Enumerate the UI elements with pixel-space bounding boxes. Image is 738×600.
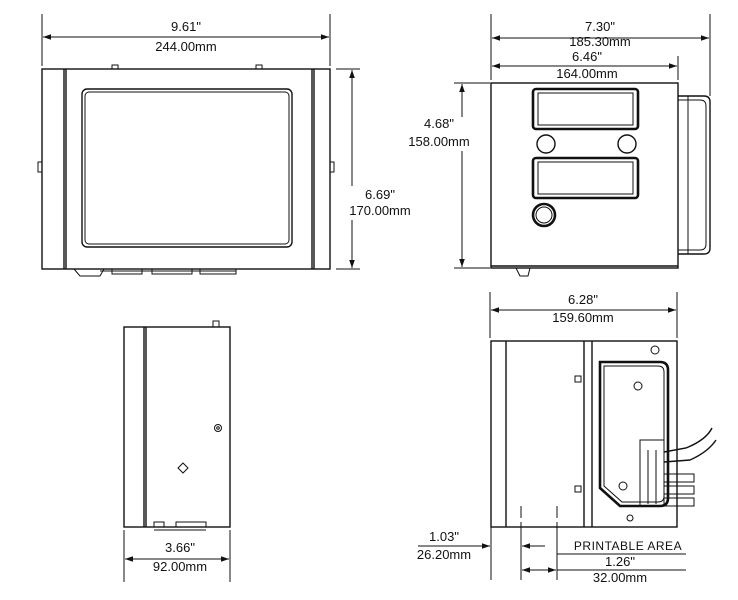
side-knob xyxy=(531,202,557,228)
side-depth-mm: 185.30mm xyxy=(569,34,630,49)
bottom-housing xyxy=(123,326,231,528)
printhead-width-inch: 6.28" xyxy=(568,292,598,307)
side-housing xyxy=(490,82,679,269)
right-round-button xyxy=(617,134,637,154)
printhead-cables xyxy=(647,427,717,507)
bottom-width-inch: 3.66" xyxy=(165,540,195,555)
printable-area-mm: 32.00mm xyxy=(593,570,647,585)
left-round-button xyxy=(536,134,556,154)
front-view: 9.61" 244.00mm 6.69" 170.00mm xyxy=(37,14,420,277)
side-inner-depth-inch: 6.46" xyxy=(572,49,602,64)
front-width-mm: 244.00mm xyxy=(155,39,216,54)
printable-area-label: PRINTABLE AREA xyxy=(574,539,682,553)
printhead-view: 6.28" 159.60mm xyxy=(417,292,717,585)
mount-screw xyxy=(214,424,222,432)
bottom-view: 3.66" 92.00mm xyxy=(123,320,231,582)
upper-window xyxy=(531,87,640,131)
bottom-width-mm: 92.00mm xyxy=(153,559,207,574)
bottom-connectors xyxy=(72,268,240,277)
side-view: 7.30" 185.30mm 6.46" 164.00mm 4.68" 158.… xyxy=(408,14,711,277)
front-height-inch: 6.69" xyxy=(365,187,395,202)
printable-area-inch: 1.26" xyxy=(605,554,635,569)
locator-diamond xyxy=(177,462,189,474)
side-height-mm: 158.00mm xyxy=(408,134,469,149)
front-width-inch: 9.61" xyxy=(171,19,201,34)
printhead-screw-top xyxy=(633,381,643,391)
lower-window xyxy=(531,156,640,200)
side-height-inch: 4.68" xyxy=(424,116,454,131)
offset-mm: 26.20mm xyxy=(417,547,471,562)
front-height-mm: 170.00mm xyxy=(349,203,410,218)
side-depth-inch: 7.30" xyxy=(585,19,615,34)
printhead-screw-bottom xyxy=(618,481,628,491)
side-inner-depth-mm: 164.00mm xyxy=(556,66,617,81)
offset-inch: 1.03" xyxy=(429,529,459,544)
display-screen xyxy=(81,88,293,248)
printhead-frame xyxy=(598,360,670,508)
printhead-width-mm: 159.60mm xyxy=(552,310,613,325)
